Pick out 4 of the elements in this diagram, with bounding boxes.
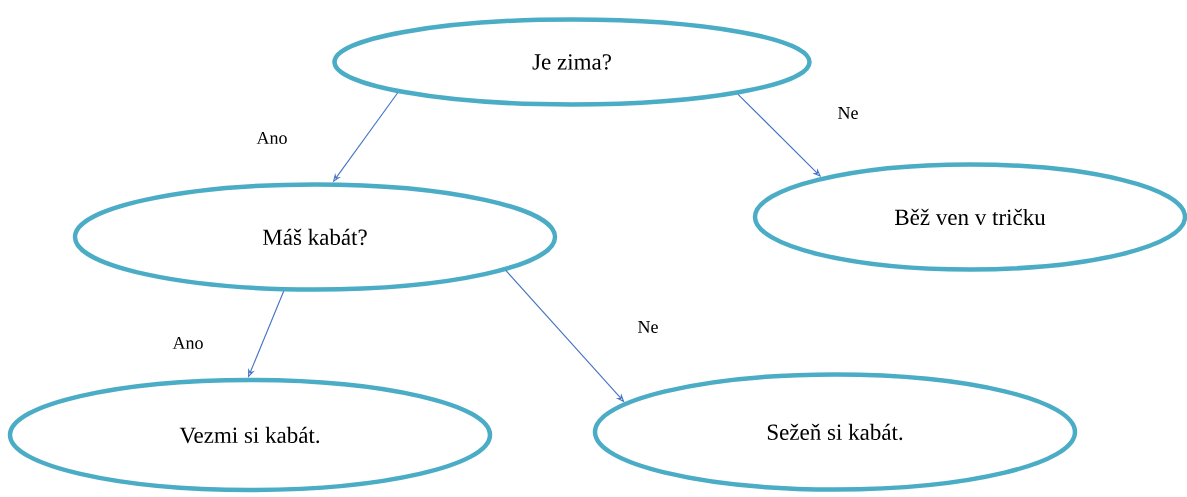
edge-label: Ano	[255, 130, 289, 145]
edge-label: Ne	[836, 106, 860, 120]
edge-label: Ne	[636, 320, 660, 334]
edge-label: Ano	[171, 335, 205, 350]
